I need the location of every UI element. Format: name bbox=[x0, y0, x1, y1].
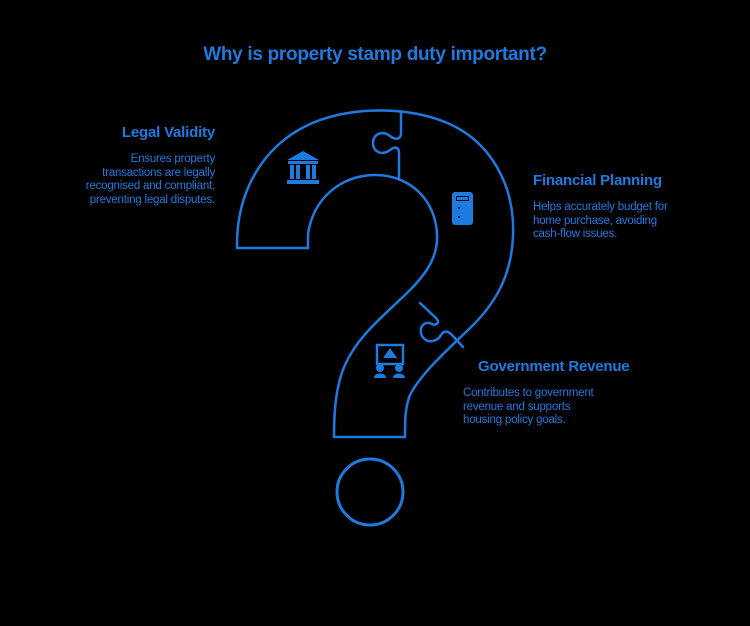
section-description: Contributes to government revenue and su… bbox=[463, 387, 594, 426]
section-description: Ensures property transactions are legall… bbox=[85, 153, 215, 206]
government-people-icon bbox=[374, 343, 405, 378]
bank-building-icon bbox=[287, 151, 319, 184]
section-financial-planning: Financial Planning Helps accurately budg… bbox=[533, 172, 743, 242]
section-heading: Legal Validity bbox=[121, 124, 215, 141]
puzzle-seam-middle bbox=[418, 301, 465, 349]
puzzle-seam-top bbox=[371, 110, 403, 179]
section-government-revenue: Government Revenue Contributes to govern… bbox=[463, 358, 703, 428]
question-mark-dot bbox=[335, 457, 405, 527]
section-heading: Government Revenue bbox=[478, 358, 630, 375]
section-description: Helps accurately budget for home purchas… bbox=[533, 201, 668, 240]
section-legal-validity: Legal Validity Ensures property transact… bbox=[15, 124, 215, 207]
calculator-icon bbox=[452, 192, 473, 225]
diagram-title: Why is property stamp duty important? bbox=[203, 44, 547, 65]
section-heading: Financial Planning bbox=[533, 172, 662, 189]
question-mark-outline bbox=[235, 109, 515, 439]
